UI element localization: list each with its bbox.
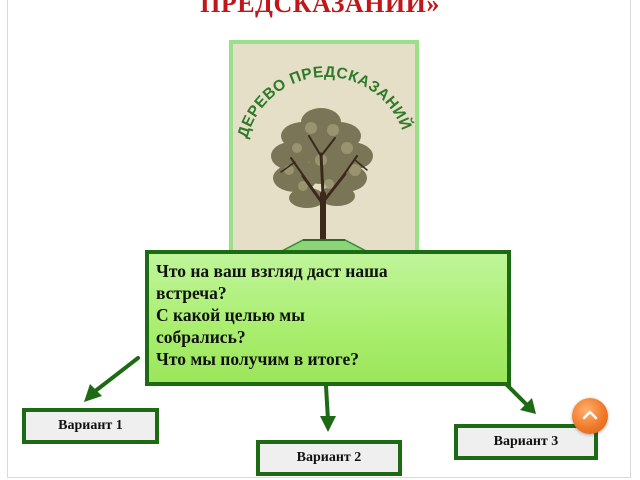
question-line-2: встреча?: [156, 283, 227, 303]
option-1-button[interactable]: Вариант 1: [22, 408, 159, 444]
tree-illustration-icon: ДЕРЕВО ПРЕДСКАЗАНИЙ: [235, 64, 415, 266]
option-3-button[interactable]: Вариант 3: [454, 424, 598, 460]
arrow-down-icon: [324, 384, 330, 422]
questions-box: Что на ваш взгляд даст наша встреча? С к…: [145, 250, 511, 386]
next-slide-chevron-icon: [582, 410, 598, 420]
next-slide-button[interactable]: [572, 398, 608, 434]
question-line-5: Что мы получим в итоге?: [156, 349, 359, 369]
arrow-down-left-icon: [92, 356, 140, 394]
slide-frame: [7, 0, 631, 478]
question-line-1: Что на ваш взгляд даст наша: [156, 261, 388, 281]
tree-panel: ДЕРЕВО ПРЕДСКАЗАНИЙ: [229, 40, 419, 270]
question-line-4: собрались?: [156, 327, 246, 347]
option-2-button[interactable]: Вариант 2: [256, 440, 402, 476]
question-line-3: С какой целью мы: [156, 305, 305, 325]
slide-title: ПРЕДСКАЗАНИЙ»: [200, 0, 440, 18]
